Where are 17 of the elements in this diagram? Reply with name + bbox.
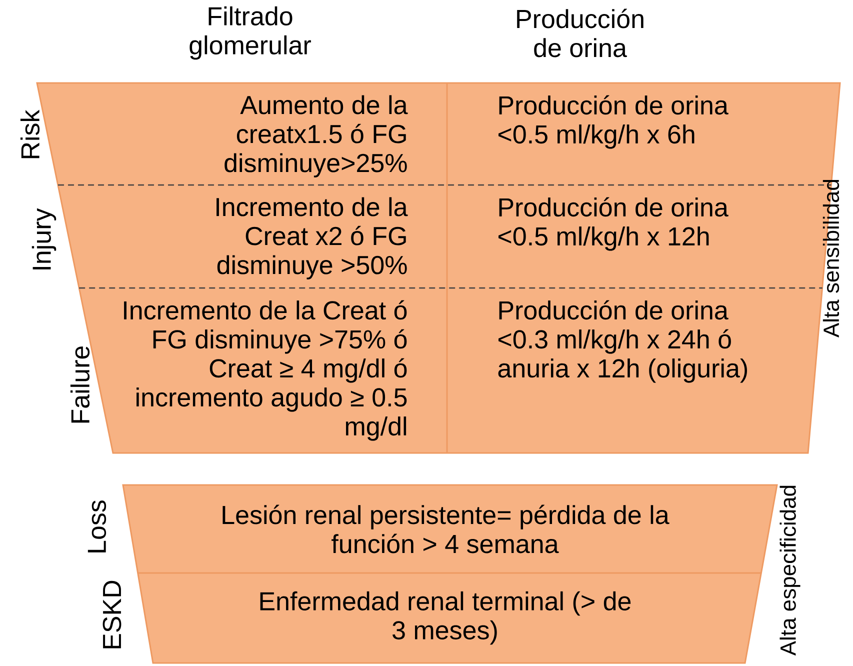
criterion-text: Lesión renal persistente= pérdida de la función > 4 semana xyxy=(222,504,670,554)
column-heading: Filtrado glomerular xyxy=(190,6,311,60)
column-heading: Producción de orina xyxy=(517,8,644,58)
criterion-text: Incremento de la Creat ó FG disminuye >75% ó Creat ≥ 4 mg/dl ó incremento agudo ≥ 0.5 mg/dl xyxy=(124,300,407,441)
stage-label: Risk xyxy=(20,110,40,158)
criterion-text: Producción de orina <0.5 ml/kg/h x 6h xyxy=(498,95,728,149)
stage-label: Injury xyxy=(32,208,56,270)
stage-label: ESKD xyxy=(102,580,122,648)
criterion-text: Producción de orina <0.3 ml/kg/h x 24h ó anuria x 12h (oliguria) xyxy=(498,300,747,383)
axis-note: Alta especificidad xyxy=(780,486,800,656)
criterion-text: Incremento de la Creat x2 ó FG disminuye >50% xyxy=(216,197,408,280)
axis-note: Alta sensibilidad xyxy=(822,180,840,338)
criterion-text: Enfermedad renal terminal (> de 3 meses) xyxy=(260,591,631,645)
criterion-text: Producción de orina <0.5 ml/kg/h x 12h xyxy=(498,197,728,251)
criterion-text: Aumento de la creatx1.5 ó FG disminuye>25% xyxy=(224,95,408,178)
stage-label: Loss xyxy=(88,500,106,552)
stage-label: Failure xyxy=(70,346,90,423)
